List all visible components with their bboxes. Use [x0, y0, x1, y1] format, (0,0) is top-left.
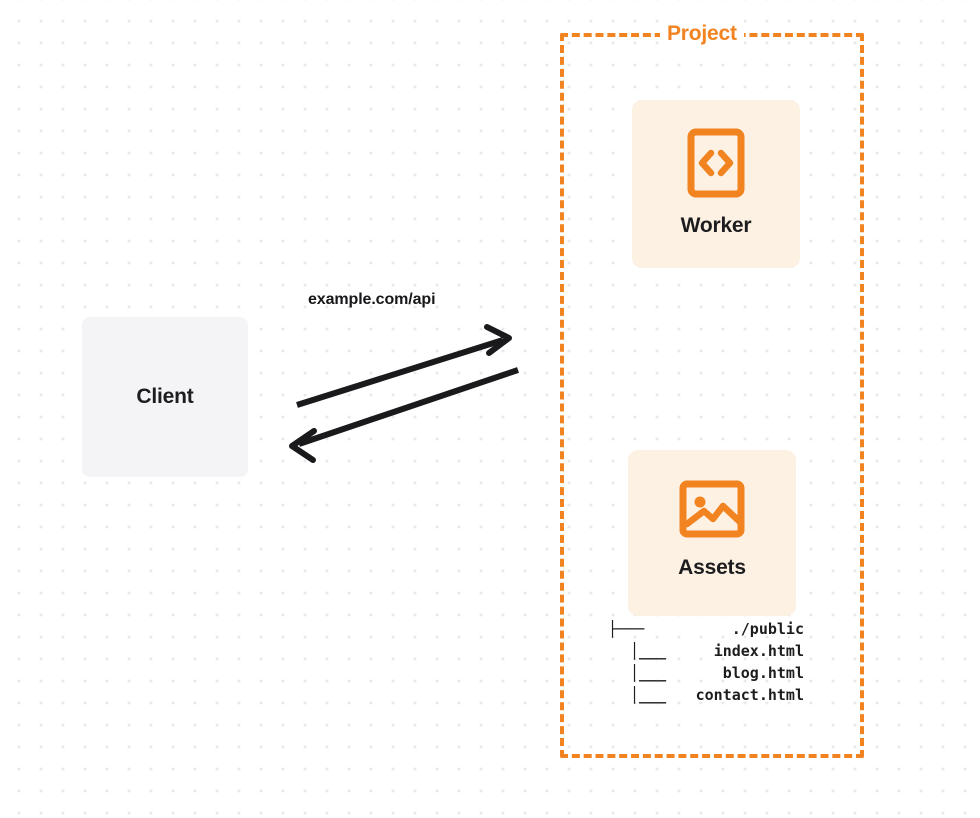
service-card-worker[interactable]: Worker [632, 100, 800, 268]
tree-branch-marker: │___ [630, 642, 667, 660]
file-tree-row: │___ contact.html [608, 684, 804, 706]
service-label-assets: Assets [678, 556, 746, 579]
tree-branch-marker: │___ [630, 664, 667, 682]
file-tree-row: │___ blog.html [608, 662, 804, 684]
client-label: Client [136, 385, 194, 408]
file-tree-row: ├─── ./public [608, 618, 804, 640]
file-tree-row: │___ index.html [608, 640, 804, 662]
connection-label: example.com/api [308, 291, 436, 308]
response-arrow [289, 367, 519, 463]
tree-item-name: ./public [731, 620, 804, 638]
tree-branch-marker: │___ [630, 686, 667, 704]
image-icon [679, 478, 745, 540]
request-arrow [296, 324, 512, 408]
code-file-icon [687, 128, 745, 198]
tree-item-name: blog.html [722, 664, 804, 682]
service-card-assets[interactable]: Assets [628, 450, 796, 616]
tree-branch-marker: ├─── [608, 620, 645, 638]
asset-file-tree: ├─── ./public │___ index.html │___ blog.… [608, 618, 804, 706]
project-title: Project [660, 20, 744, 47]
service-label-worker: Worker [680, 214, 752, 237]
tree-item-name: contact.html [695, 686, 804, 704]
client-node[interactable]: Client [82, 317, 248, 477]
tree-item-name: index.html [713, 642, 804, 660]
